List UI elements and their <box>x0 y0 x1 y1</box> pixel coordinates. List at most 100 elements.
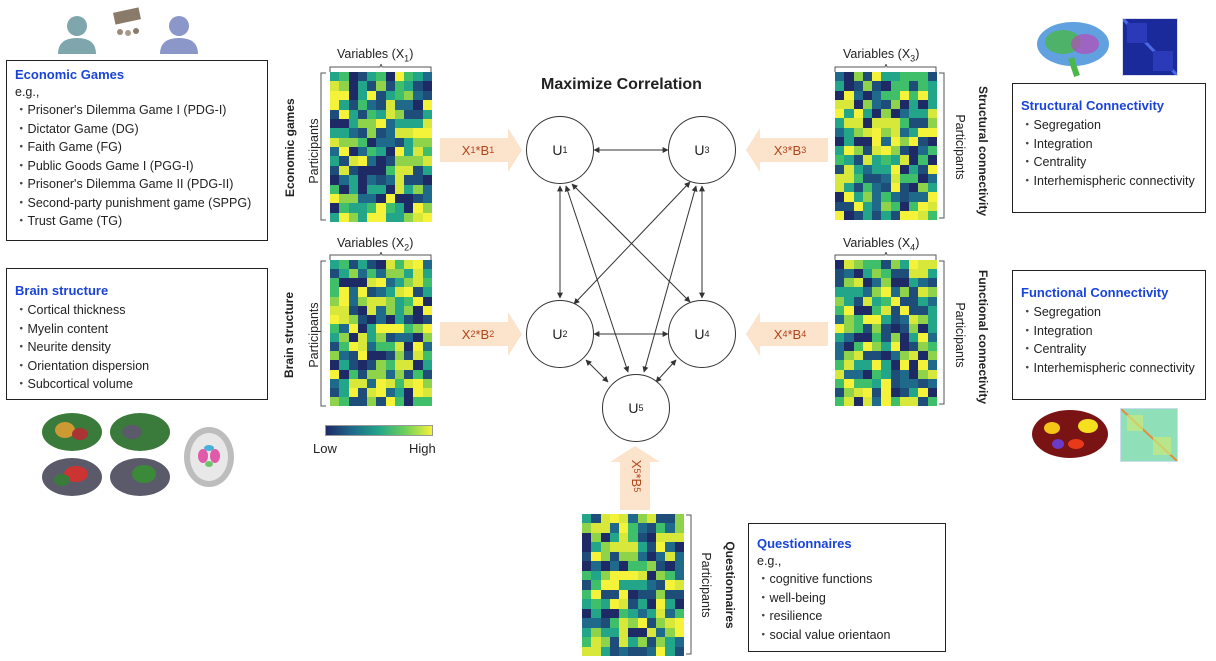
functional-brain-image <box>1030 408 1110 460</box>
heatmap-cell <box>844 342 854 352</box>
heatmap-cell <box>367 193 377 204</box>
heatmap-cell <box>600 561 610 571</box>
heatmap-cell <box>872 183 882 193</box>
heatmap-cell <box>582 542 592 552</box>
heatmap-cell <box>890 305 900 315</box>
heatmap-cell <box>339 156 349 166</box>
heatmap-cell <box>881 118 891 128</box>
heatmap-cell <box>385 100 395 110</box>
heatmap-cell <box>890 109 900 119</box>
heatmap-cell <box>413 109 423 119</box>
heatmap-cell <box>628 542 638 552</box>
heatmap-cell <box>339 100 349 110</box>
heatmap-cell <box>890 118 900 128</box>
heatmap-cell <box>339 147 349 157</box>
heatmap-cell <box>862 269 873 279</box>
heatmap-cell <box>330 203 340 213</box>
heatmap-cell <box>927 90 937 100</box>
heatmap-cell <box>367 323 377 333</box>
variables-label-x1: Variables (X1) <box>337 47 414 64</box>
heatmap-cell <box>404 314 414 324</box>
heatmap-cell <box>665 561 675 571</box>
variables-bracket <box>329 64 432 72</box>
heatmap-cell <box>872 342 882 352</box>
heatmap-cell <box>872 72 882 82</box>
heatmap-cell <box>844 378 854 388</box>
heatmap-cell <box>890 72 900 82</box>
heatmap-cell <box>591 514 601 524</box>
heatmap-cell <box>835 127 845 137</box>
heatmap-cell <box>422 72 432 82</box>
heatmap-cell <box>835 296 845 306</box>
heatmap-cell <box>404 128 414 138</box>
heatmap-cell <box>413 137 423 147</box>
heatmap-cell <box>357 90 368 101</box>
heatmap-cell <box>385 156 395 166</box>
heatmap-cell <box>918 127 928 137</box>
heatmap-cell <box>348 360 358 370</box>
heatmap-cell <box>348 81 358 91</box>
heatmap-cell <box>665 523 675 533</box>
heatmap-cell <box>367 296 377 306</box>
heatmap-cell <box>600 589 610 600</box>
heatmap-cell <box>646 627 657 638</box>
heatmap-cell <box>413 203 423 213</box>
heatmap-cell <box>628 561 638 571</box>
list-item: cognitive functions <box>757 570 945 589</box>
heatmap-cell <box>609 542 620 552</box>
heatmap-cell <box>881 192 891 202</box>
heatmap-cell <box>367 203 377 213</box>
heatmap-cell <box>918 155 928 165</box>
heatmap-cell <box>422 137 432 147</box>
heatmap-cell <box>422 387 432 397</box>
heatmap-cell <box>853 127 863 137</box>
heatmap-cell <box>637 561 647 571</box>
heatmap-cell <box>665 646 675 656</box>
heatmap-cell <box>909 164 919 174</box>
heatmap-cell <box>367 156 377 166</box>
heatmap-cell <box>899 72 910 82</box>
heatmap-cell <box>367 260 377 270</box>
heatmap-cell <box>619 561 629 571</box>
heatmap-cell <box>376 314 386 324</box>
heatmap-cell <box>385 396 395 406</box>
heatmap-cell <box>853 109 863 119</box>
heatmap-cell <box>357 72 368 82</box>
heatmap-cell <box>422 260 432 270</box>
heatmap-cell <box>927 387 937 397</box>
heatmap-cell <box>918 109 928 119</box>
heatmap-cell <box>394 305 405 315</box>
heatmap-cell <box>394 351 405 361</box>
heatmap-cell <box>918 396 928 406</box>
heatmap-cell <box>872 378 882 388</box>
heatmap-cell <box>413 369 423 379</box>
input-arrow-5 <box>610 446 660 510</box>
heatmap-cell <box>413 360 423 370</box>
heatmap-x2 <box>330 260 432 406</box>
heatmap-cell <box>853 369 863 379</box>
heatmap-cell <box>872 323 882 333</box>
heatmap-cell <box>422 305 432 315</box>
heatmap-cell <box>927 173 937 183</box>
heatmap-cell <box>609 618 620 628</box>
heatmap-cell <box>862 260 873 270</box>
heatmap-cell <box>413 287 423 297</box>
heatmap-cell <box>385 128 395 138</box>
heatmap-cell <box>357 287 368 297</box>
heatmap-cell <box>600 514 610 524</box>
heatmap-cell <box>385 305 395 315</box>
heatmap-cell <box>637 627 647 638</box>
heatmap-cell <box>394 118 405 129</box>
heatmap-cell <box>835 201 845 211</box>
heatmap-cell <box>330 109 340 119</box>
heatmap-cell <box>413 378 423 388</box>
heatmap-cell <box>656 608 666 619</box>
heatmap-cell <box>357 109 368 119</box>
heatmap-cell <box>619 608 629 619</box>
heatmap-cell <box>872 260 882 270</box>
heatmap-cell <box>330 360 340 370</box>
heatmap-cell <box>628 570 638 581</box>
heatmap-cell <box>330 387 340 397</box>
heatmap-cell <box>591 589 601 600</box>
